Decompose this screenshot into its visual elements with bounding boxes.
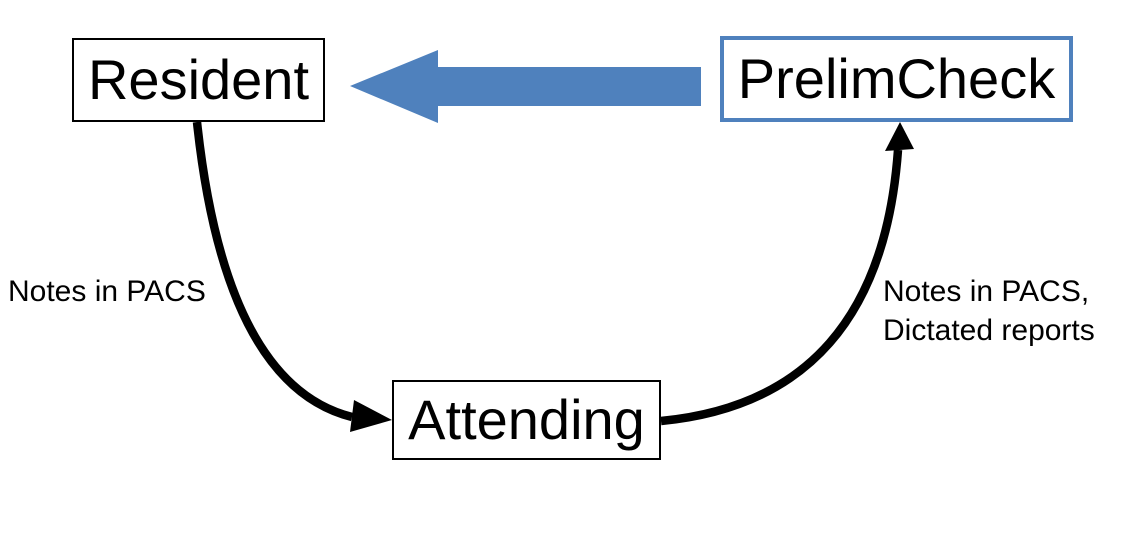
attending-to-prelimcheck-arrow: [660, 149, 903, 426]
node-attending: Attending: [392, 380, 661, 460]
edge-label-notes-dictated-line2: Dictated reports: [883, 314, 1095, 347]
resident-to-attending-arrow: [192, 121, 354, 422]
node-prelimcheck-label: PrelimCheck: [737, 47, 1056, 110]
node-resident: Resident: [72, 38, 325, 122]
edge-label-notes-in-pacs: Notes in PACS: [8, 275, 206, 308]
node-resident-label: Resident: [87, 48, 310, 111]
resident-to-attending-arrowhead: [350, 400, 392, 432]
attending-to-prelimcheck-arrowhead: [885, 122, 914, 151]
node-attending-label: Attending: [408, 388, 645, 451]
edge-label-notes-dictated: Notes in PACS, Dictated reports: [883, 272, 1095, 350]
node-prelimcheck: PrelimCheck: [720, 36, 1073, 122]
prelimcheck-to-resident-block-arrow: [350, 50, 701, 123]
edge-label-notes-dictated-line1: Notes in PACS,: [883, 275, 1090, 308]
